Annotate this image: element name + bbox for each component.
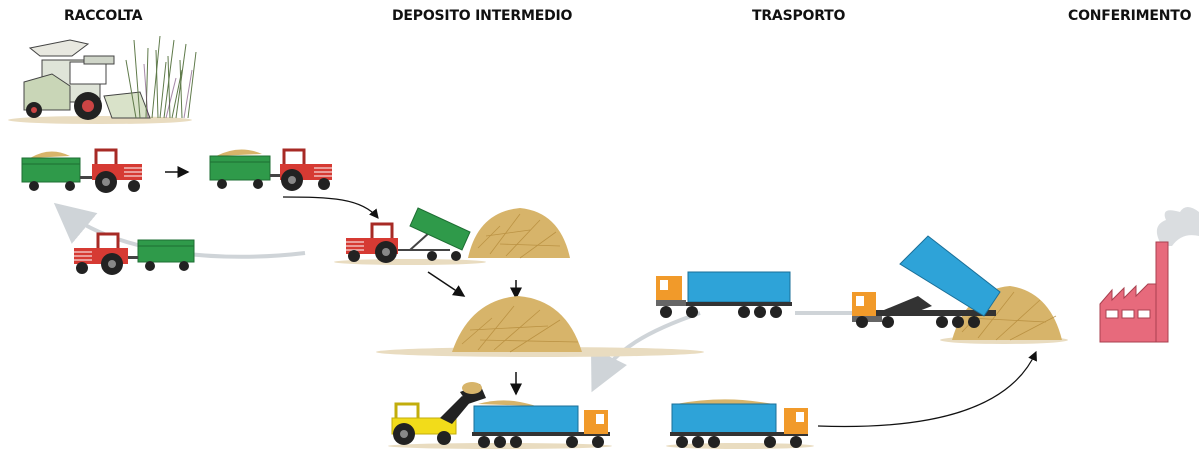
truck-empty-return [656, 271, 792, 318]
tractor-trailer-empty-return [74, 232, 195, 275]
truck-loaded [666, 399, 814, 449]
tractor-trailer-loaded-1 [21, 148, 142, 193]
forage-harvester [8, 35, 197, 124]
straw-pile-deposit-main [376, 296, 704, 357]
tractor-tipping-trailer [334, 207, 486, 265]
tractor-trailer-loaded-2 [209, 148, 332, 191]
arrow-diagonal [427, 271, 466, 297]
truck-tipping [852, 235, 1001, 328]
stage-title-conferimento: CONFERIMENTO [1068, 8, 1192, 24]
factory [1099, 207, 1199, 343]
stage-title-deposito-intermedio: DEPOSITO INTERMEDIO [392, 8, 573, 24]
stage-title-raccolta: RACCOLTA [64, 8, 143, 24]
arrow-to-deposit [282, 196, 379, 219]
straw-pile-deposit-top [468, 208, 570, 259]
arrow-to-factory [817, 350, 1037, 428]
loader-and-truck [388, 382, 612, 449]
stage-title-trasporto: TRASPORTO [752, 8, 846, 24]
return-arrow-transport [591, 311, 701, 393]
